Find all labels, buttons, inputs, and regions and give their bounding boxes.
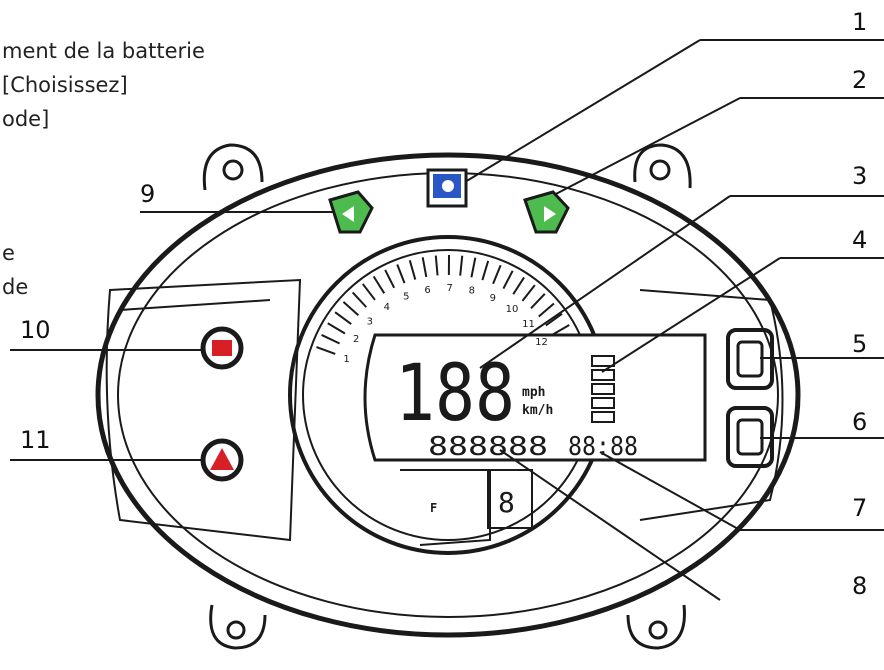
tach-label: 8 (469, 286, 475, 297)
tach-label: 2 (353, 334, 359, 345)
tach-label: 1 (343, 354, 349, 365)
unit-kmh: km/h (522, 403, 553, 418)
tach-tick (492, 264, 502, 285)
tach-tick (361, 283, 376, 301)
battery-warning-icon (200, 326, 244, 370)
tach-tick (408, 260, 417, 280)
callout-10: 10 (20, 316, 51, 344)
tach-tick (470, 257, 477, 278)
right-panel (639, 289, 784, 521)
tach-tick (502, 270, 514, 290)
mounting-tab-bottom-right (626, 604, 686, 650)
lcd-screen (363, 333, 707, 462)
gear-readout: 8 (498, 486, 515, 519)
speed-digits: 188 (395, 349, 515, 439)
tach-tick (327, 322, 346, 335)
tach-tick (545, 313, 563, 327)
odometer-readout: 888888 (428, 432, 548, 462)
tach-tick (316, 346, 336, 355)
unit-mph: mph (522, 385, 545, 400)
tach-label: 3 (367, 316, 373, 327)
tach-tick (530, 293, 546, 310)
clock-readout: 88:88 (568, 432, 638, 462)
tach-tick (396, 264, 406, 284)
callout-2: 2 (852, 66, 868, 94)
tach-tick (334, 311, 352, 325)
caption-line-4: e (2, 241, 15, 265)
tach-tick (551, 324, 570, 336)
tachometer-ticks (316, 254, 570, 355)
tach-tick (521, 284, 536, 302)
high-beam-icon (426, 168, 468, 208)
tach-label: 10 (506, 304, 519, 315)
caption-line-2: [Choisissez] (2, 73, 128, 97)
callout-1: 1 (852, 8, 868, 36)
callout-7: 7 (852, 494, 868, 522)
caption-line-3: ode] (2, 107, 50, 131)
hazard-warning-icon (200, 438, 244, 482)
tach-label: 6 (424, 285, 430, 296)
tach-tick (351, 291, 368, 308)
tach-label: 11 (522, 319, 535, 330)
bar-graph (591, 355, 615, 423)
tach-tick (372, 275, 386, 294)
tach-label: 7 (447, 283, 453, 294)
callout-5: 5 (852, 330, 868, 358)
outer-housing (95, 152, 801, 638)
callout-3: 3 (852, 162, 868, 190)
mounting-tab-top-left (202, 143, 264, 191)
tach-label: 4 (384, 302, 390, 313)
tach-tick (321, 334, 341, 345)
tach-tick (384, 269, 396, 289)
callout-lines (10, 39, 884, 601)
gear-box (487, 469, 533, 529)
tach-label: 12 (535, 337, 548, 348)
tach-label: 5 (403, 291, 409, 302)
callout-6: 6 (852, 408, 868, 436)
tach-label: 9 (490, 293, 496, 304)
fuel-gauge-outline (400, 469, 491, 546)
fuel-label: F (430, 501, 437, 515)
tach-tick (481, 260, 490, 281)
tach-tick (342, 301, 360, 316)
left-panel (105, 278, 302, 542)
mounting-tab-top-right (633, 143, 692, 189)
left-turn-signal-icon (328, 190, 374, 234)
callout-11: 11 (20, 426, 51, 454)
caption-line-1: ment de la batterie (2, 39, 205, 63)
callout-4: 4 (852, 226, 868, 254)
tach-tick (459, 255, 464, 276)
callout-8: 8 (852, 572, 868, 600)
mounting-tab-bottom-left (209, 604, 267, 650)
right-turn-signal-icon (523, 190, 570, 234)
tach-tick (538, 302, 555, 318)
tach-tick (512, 276, 525, 295)
tach-tick (421, 257, 428, 278)
callout-9: 9 (140, 180, 156, 208)
caption-line-5: de (2, 275, 29, 299)
tach-tick (434, 255, 439, 276)
